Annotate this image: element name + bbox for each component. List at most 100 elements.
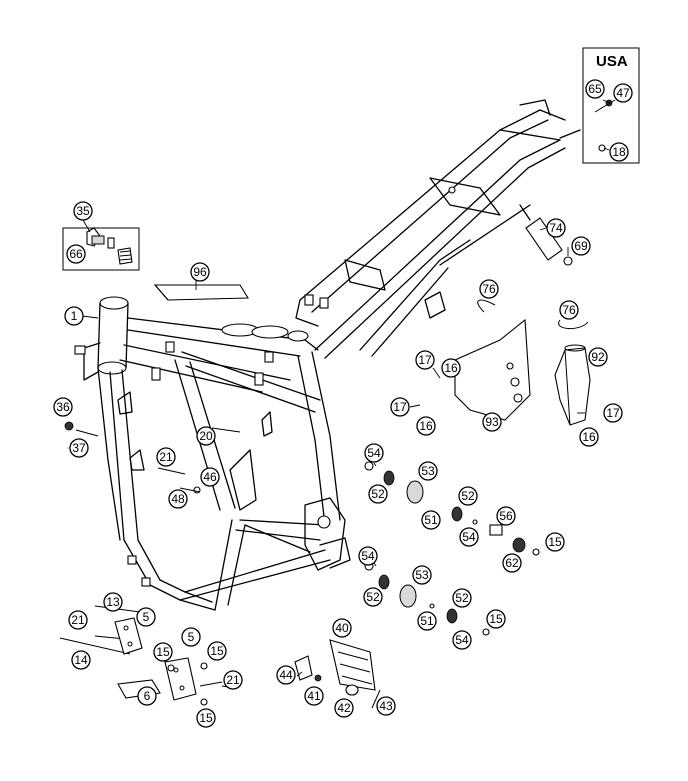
callout-13: 13 xyxy=(103,592,123,612)
callout-circle xyxy=(458,486,478,506)
bearing-row-upper xyxy=(364,461,540,556)
callout-number: 37 xyxy=(72,441,86,455)
callout-66: 66 xyxy=(66,244,86,264)
callout-54: 54 xyxy=(364,443,384,463)
callout-circle xyxy=(603,403,623,423)
callout-number: 76 xyxy=(562,303,576,317)
callout-21: 21 xyxy=(156,447,176,467)
callout-circle xyxy=(609,142,629,162)
callout-number: 18 xyxy=(612,145,626,159)
callout-15: 15 xyxy=(486,609,506,629)
callout-number: 51 xyxy=(420,614,434,628)
callout-number: 15 xyxy=(156,645,170,659)
callout-52: 52 xyxy=(368,484,388,504)
callout-21: 21 xyxy=(68,610,88,630)
callout-number: 54 xyxy=(462,530,476,544)
callout-54: 54 xyxy=(358,546,378,566)
callout-circle xyxy=(334,698,354,718)
bearing-row-lower xyxy=(364,561,490,636)
callout-17: 17 xyxy=(415,350,435,370)
callout-number: 17 xyxy=(393,400,407,414)
callout-69: 69 xyxy=(571,236,591,256)
callout-number: 17 xyxy=(606,406,620,420)
callout-number: 52 xyxy=(461,489,475,503)
callout-number: 5 xyxy=(143,610,150,624)
callout-15: 15 xyxy=(545,532,565,552)
callout-circle xyxy=(588,347,608,367)
callout-circle xyxy=(64,306,84,326)
callout-number: 5 xyxy=(188,630,195,644)
callout-number: 42 xyxy=(337,701,351,715)
callout-circle xyxy=(156,447,176,467)
callout-number: 16 xyxy=(582,430,596,444)
callout-76: 76 xyxy=(559,300,579,320)
callout-16: 16 xyxy=(416,416,436,436)
callout-41: 41 xyxy=(304,686,324,706)
callout-18: 18 xyxy=(609,142,629,162)
callout-17: 17 xyxy=(390,397,410,417)
callout-circle xyxy=(496,506,516,526)
callout-circle xyxy=(416,416,436,436)
callout-56: 56 xyxy=(496,506,516,526)
callout-number: 44 xyxy=(279,668,293,682)
callout-20: 20 xyxy=(196,426,216,446)
callout-42: 42 xyxy=(334,698,354,718)
callout-number: 76 xyxy=(482,282,496,296)
callout-53: 53 xyxy=(418,461,438,481)
callout-number: 35 xyxy=(76,204,90,218)
callout-circle xyxy=(358,546,378,566)
callout-circle xyxy=(66,244,86,264)
callout-6: 6 xyxy=(137,686,157,706)
callout-number: 14 xyxy=(74,653,88,667)
callout-number: 21 xyxy=(226,673,240,687)
callout-number: 66 xyxy=(69,247,83,261)
callout-number: 56 xyxy=(499,509,513,523)
callout-circle xyxy=(304,686,324,706)
callout-37: 37 xyxy=(69,438,89,458)
callout-circle xyxy=(223,670,243,690)
callout-circle xyxy=(452,588,472,608)
callout-circle xyxy=(417,611,437,631)
callout-circle xyxy=(571,236,591,256)
callout-15: 15 xyxy=(153,642,173,662)
callout-number: 43 xyxy=(379,699,393,713)
callout-54: 54 xyxy=(452,630,472,650)
callout-number: 62 xyxy=(505,556,519,570)
footpeg-assembly xyxy=(294,639,381,709)
callout-circle xyxy=(71,650,91,670)
callout-52: 52 xyxy=(363,587,383,607)
callout-circle xyxy=(415,350,435,370)
engine-mount-parts xyxy=(59,605,223,706)
callout-number: 69 xyxy=(574,239,588,253)
bracket-74 xyxy=(525,217,573,266)
callout-15: 15 xyxy=(207,641,227,661)
callout-74: 74 xyxy=(546,218,566,238)
callout-circle xyxy=(332,618,352,638)
callout-number: 15 xyxy=(199,711,213,725)
callout-16: 16 xyxy=(579,427,599,447)
callout-circle xyxy=(196,708,216,728)
callout-number: 92 xyxy=(591,350,605,364)
callout-43: 43 xyxy=(376,696,396,716)
callout-circle xyxy=(137,686,157,706)
callout-46: 46 xyxy=(200,467,220,487)
callout-circle xyxy=(459,527,479,547)
heat-shield-93 xyxy=(454,318,531,421)
callout-number: 21 xyxy=(71,613,85,627)
callout-circle xyxy=(390,397,410,417)
callout-circle xyxy=(207,641,227,661)
callout-number: 47 xyxy=(616,86,630,100)
callout-circle xyxy=(545,532,565,552)
callout-16: 16 xyxy=(441,358,461,378)
callout-number: 20 xyxy=(199,429,213,443)
callout-number: 51 xyxy=(424,513,438,527)
callout-number: 15 xyxy=(548,535,562,549)
callout-number: 17 xyxy=(418,353,432,367)
callout-circle xyxy=(579,427,599,447)
callout-number: 54 xyxy=(367,446,381,460)
usa-label: USA xyxy=(596,53,628,70)
callout-number: 1 xyxy=(71,309,78,323)
callout-number: 40 xyxy=(335,621,349,635)
